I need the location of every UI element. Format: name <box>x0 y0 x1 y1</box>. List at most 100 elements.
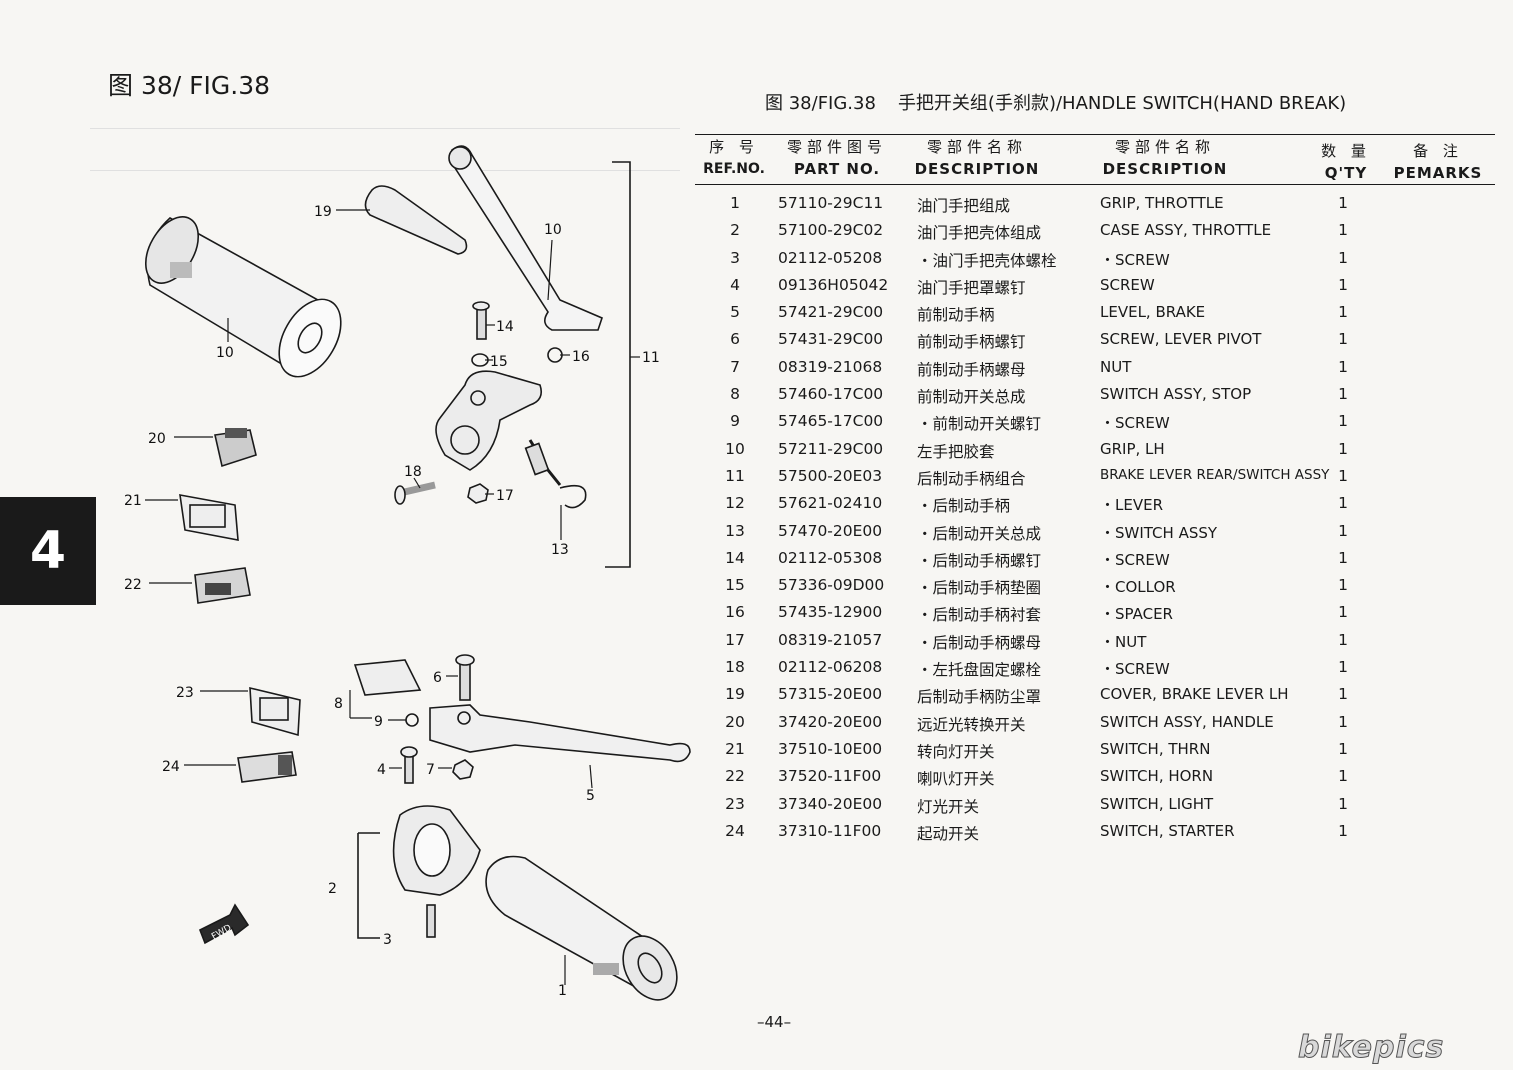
description-cn-cell: 前制动手柄螺钉 <box>917 333 1026 352</box>
ref-no-cell: 2 <box>730 221 740 240</box>
ref-no-cell: 4 <box>730 275 740 294</box>
left-grip-drawing <box>144 216 342 378</box>
qty-cell: 1 <box>1338 767 1348 786</box>
table-top-rule <box>695 134 1495 135</box>
qty-cell: 1 <box>1338 194 1348 212</box>
description-en-cell: COVER, BRAKE LEVER LH <box>1100 685 1289 704</box>
callout-15: 15 <box>490 354 508 370</box>
description-en-cell: SWITCH ASSY, HANDLE <box>1100 712 1274 731</box>
part-no-cell: 57431-29C00 <box>778 330 884 349</box>
description-en-cell: LEVEL, BRAKE <box>1100 303 1206 322</box>
part-no-cell: 02112-06208 <box>778 658 883 677</box>
part-no-cell: 57435-12900 <box>778 603 883 622</box>
qty-cell: 1 <box>1338 821 1348 840</box>
qty-cell: 1 <box>1338 439 1348 458</box>
part-no-cell: 09136H05042 <box>778 275 889 294</box>
ref-no-cell: 23 <box>725 794 745 813</box>
bleed-through-text <box>90 170 680 171</box>
ref-no-cell: 1 <box>730 194 740 212</box>
callout-6: 6 <box>433 670 442 686</box>
table-title-text: 手把开关组(手刹款)/HANDLE SWITCH(HAND BREAK) <box>897 93 1347 114</box>
description-en-cell: ・SCREW <box>1100 414 1170 433</box>
description-en-cell: GRIP, LH <box>1100 439 1165 458</box>
description-cn-cell: ・后制动手柄衬套 <box>917 606 1042 625</box>
part-no-cell: 57110-29C11 <box>778 194 884 212</box>
ref-no-cell: 19 <box>725 685 745 704</box>
ref-no-cell: 21 <box>725 739 745 758</box>
watermark-logo: bikepics <box>1297 1030 1445 1066</box>
description-en-cell: ・SCREW <box>1100 660 1170 679</box>
description-cn-cell: 左手把胶套 <box>917 442 995 461</box>
qty-cell: 1 <box>1338 466 1348 485</box>
bleed-through-text <box>90 128 680 129</box>
description-en-cell: ・SPACER <box>1100 605 1173 624</box>
qty-cell: 1 <box>1338 630 1348 649</box>
part-no-cell: 57421-29C00 <box>778 303 884 322</box>
ref-no-cell: 15 <box>725 576 745 595</box>
description-cn-cell: ・油门手把壳体螺栓 <box>917 251 1057 270</box>
header-ref: 序 号 REF.NO. <box>703 138 765 177</box>
part-no-cell: 08319-21068 <box>778 357 883 376</box>
callout-22: 22 <box>124 577 142 593</box>
part-no-cell: 57465-17C00 <box>778 412 884 431</box>
description-en-cell: BRAKE LEVER REAR/SWITCH ASSY <box>1100 466 1330 483</box>
description-en-cell: ・SCREW <box>1100 250 1170 269</box>
ref-no-cell: 11 <box>725 466 745 485</box>
description-en-cell: SWITCH, LIGHT <box>1100 794 1214 813</box>
part-no-cell: 08319-21057 <box>778 630 883 649</box>
ref-no-cell: 9 <box>730 412 740 431</box>
qty-cell: 1 <box>1338 248 1348 267</box>
description-cn-cell: 转向灯开关 <box>917 742 995 761</box>
ref-no-cell: 8 <box>730 385 740 404</box>
qty-cell: 1 <box>1338 712 1348 731</box>
ref-no-cell: 22 <box>725 767 745 786</box>
callout-5: 5 <box>586 788 595 804</box>
part-no-cell: 37310-11F00 <box>778 821 882 840</box>
part-no-cell: 57500-20E03 <box>778 466 883 485</box>
part-no-cell: 37510-10E00 <box>778 739 883 758</box>
part-no-cell: 57336-09D00 <box>778 576 885 595</box>
header-qty: 数 量 Q'TY <box>1321 142 1371 182</box>
callout-10: 10 <box>216 345 234 361</box>
callout-3: 3 <box>383 932 392 948</box>
callout-24: 24 <box>162 759 180 775</box>
part-no-cell: 57315-20E00 <box>778 685 883 704</box>
description-cn-cell: ・后制动开关总成 <box>917 524 1042 543</box>
callout-7: 7 <box>426 762 435 778</box>
description-cn-cell: 远近光转换开关 <box>917 715 1026 734</box>
header-remarks: 备 注 PEMARKS <box>1393 142 1483 182</box>
callout-11: 11 <box>642 350 660 366</box>
description-cn-cell: 前制动手柄螺母 <box>917 360 1026 379</box>
qty-cell: 1 <box>1338 794 1348 813</box>
description-en-cell: SWITCH ASSY, STOP <box>1100 385 1252 404</box>
callout-13: 13 <box>551 542 569 558</box>
description-cn-cell: 油门手把罩螺钉 <box>917 278 1026 297</box>
description-cn-cell: ・左托盘固定螺栓 <box>917 661 1042 680</box>
description-en-cell: SWITCH, THRN <box>1100 739 1211 758</box>
qty-cell: 1 <box>1338 385 1348 404</box>
table-fig-ref: 图 38/FIG.38 <box>765 93 876 114</box>
ref-no-cell: 20 <box>725 712 745 731</box>
callout-2: 2 <box>328 881 337 897</box>
header-part-no: 零部件图号 PART NO. <box>786 138 887 178</box>
description-cn-cell: 喇叭灯开关 <box>917 770 995 789</box>
table-title: 图 38/FIG.38 手把开关组(手刹款)/HANDLE SWITCH(HAND… <box>765 89 1368 115</box>
qty-cell: 1 <box>1338 685 1348 704</box>
description-en-cell: ・SWITCH ASSY <box>1100 523 1218 542</box>
ref-no-cell: 16 <box>725 603 745 622</box>
description-cn-cell: 前制动手柄 <box>917 306 995 325</box>
description-cn-cell: ・后制动手柄螺钉 <box>917 551 1042 570</box>
